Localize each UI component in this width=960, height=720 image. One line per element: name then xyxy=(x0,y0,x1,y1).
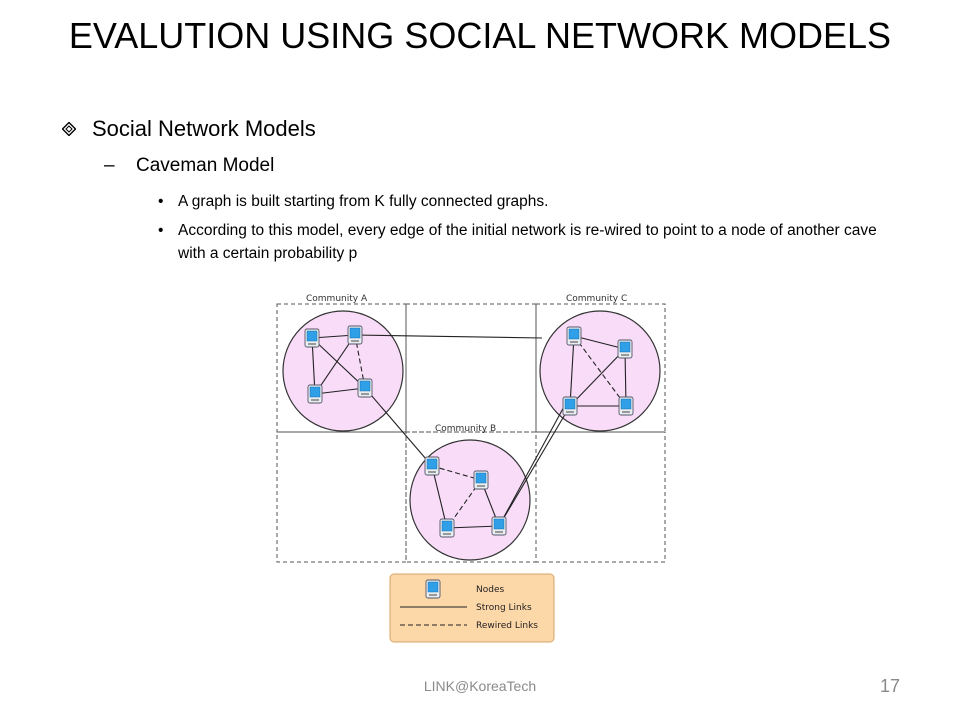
node-icon xyxy=(618,396,634,416)
dash-bullet: – xyxy=(104,155,115,176)
legend-strong-label: Strong Links xyxy=(476,603,532,613)
node-icon xyxy=(562,396,578,416)
node-icon xyxy=(491,516,507,536)
bullet-level1: Social Network Models xyxy=(62,116,316,142)
bullet-level2-text: Caveman Model xyxy=(136,155,275,176)
grid-boxes xyxy=(276,303,666,563)
bullet-level3-first-text: A graph is built starting from K fully c… xyxy=(178,193,549,210)
bullet-level2: –Caveman Model xyxy=(104,155,274,177)
footer-text: LINK@KoreaTech xyxy=(423,678,537,694)
caveman-diagram: Community A Community C Community B xyxy=(270,288,670,653)
legend-rewired-label: Rewired Links xyxy=(476,621,538,631)
legend: Nodes Strong Links Rewired Links xyxy=(389,573,555,643)
bullet-level3-second: • According to this model, every edge of… xyxy=(158,219,898,265)
community-c-label: Community C xyxy=(566,294,627,304)
node-icon xyxy=(439,518,455,538)
community-a-circle xyxy=(282,310,404,432)
node-icon xyxy=(617,339,633,359)
dot-bullet: • xyxy=(158,222,164,239)
bullet-level3-first: • A graph is built starting from K fully… xyxy=(158,190,898,213)
node-icon xyxy=(307,384,323,404)
legend-node-icon xyxy=(425,579,441,599)
community-a-label: Community A xyxy=(306,294,368,304)
node-icon xyxy=(347,325,363,345)
dot-bullet: • xyxy=(158,193,164,210)
bullet-level3-second-text: According to this model, every edge of t… xyxy=(178,222,877,262)
community-b-label: Community B xyxy=(435,424,496,434)
bullet-level1-text: Social Network Models xyxy=(92,116,316,141)
slide-title: EVALUTION USING SOCIAL NETWORK MODELS xyxy=(68,15,892,56)
legend-nodes-label: Nodes xyxy=(476,585,504,595)
node-icon xyxy=(424,456,440,476)
page-number: 17 xyxy=(880,676,901,696)
diamond-bullet-icon xyxy=(62,122,76,136)
node-icon xyxy=(304,328,320,348)
caveman-diagram-svg: Community A Community C Community B xyxy=(276,294,666,643)
node-icon xyxy=(357,378,373,398)
node-icon xyxy=(566,326,582,346)
node-icon xyxy=(473,470,489,490)
